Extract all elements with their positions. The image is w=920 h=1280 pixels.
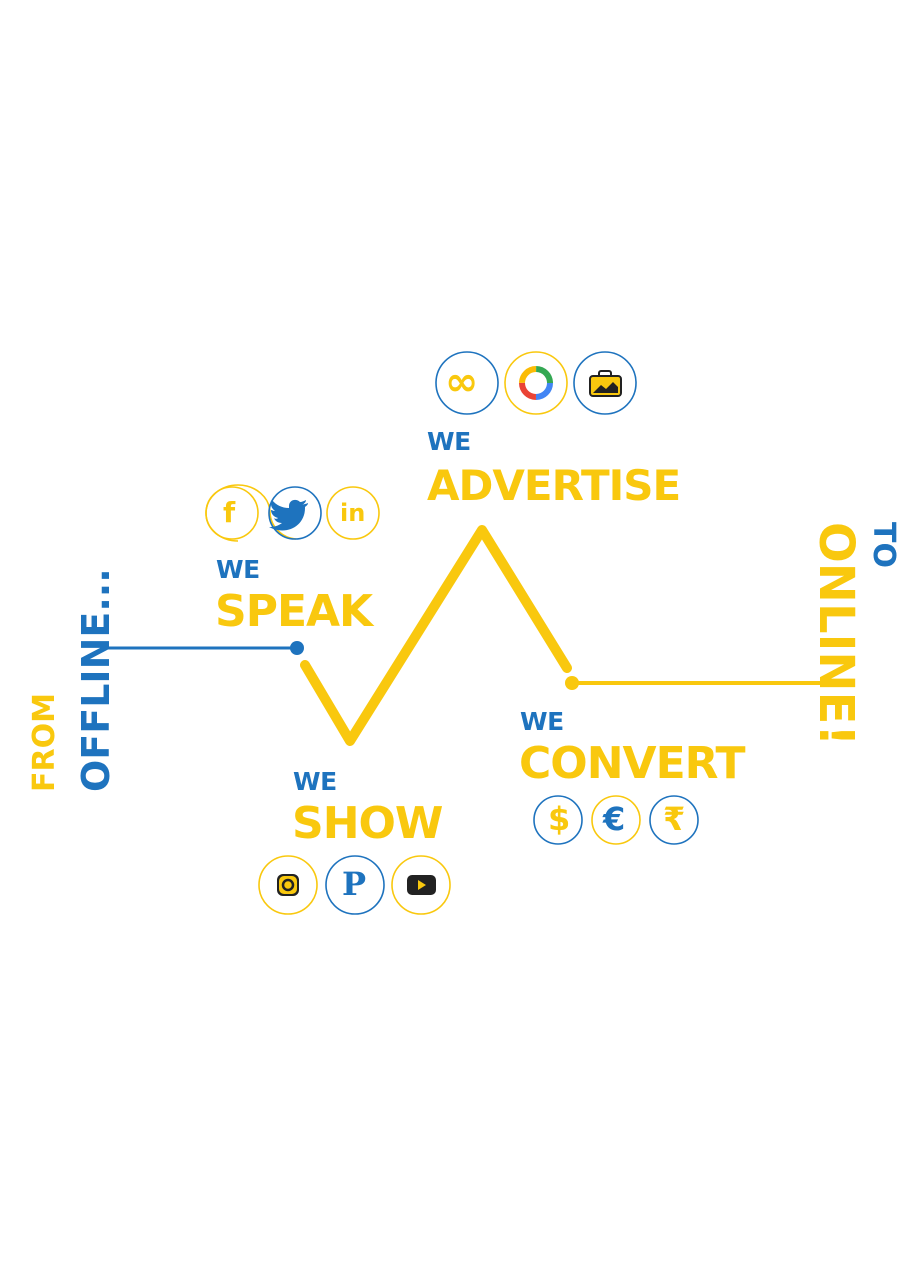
to-label: TO [866,522,901,568]
convert-title: CONVERT [519,738,746,789]
meta-icon: ∞ [445,359,479,405]
speak-we: WE [216,555,260,584]
online-label: ONLINE! [808,522,864,747]
show-title: SHOW [292,798,443,849]
dollar-icon: $ [548,800,571,838]
advertise-title: ADVERTISE [427,461,681,510]
speak-dot [290,641,304,655]
offline-label: OFFLINE... [74,568,118,792]
linkedin-icon: in [340,499,366,527]
instagram-icon [277,874,299,896]
from-label: FROM [27,693,62,792]
advertise-we: WE [427,427,471,456]
rupee-icon: ₹ [663,800,686,838]
advertise-icons [435,351,637,415]
google-ads-icon [519,366,553,400]
pinterest-icon: P [342,865,367,903]
convert-icons [533,795,699,845]
speak-icons [205,484,380,542]
show-icons [258,855,451,915]
twitter-icon [269,499,308,531]
facebook-icon: f [223,496,236,529]
business-icon [589,370,622,397]
show-we: WE [293,767,337,796]
speak-title: SPEAK [215,586,373,637]
youtube-icon [407,875,436,895]
zigzag-line [300,525,572,746]
euro-icon: € [603,800,626,838]
convert-we: WE [520,707,564,736]
